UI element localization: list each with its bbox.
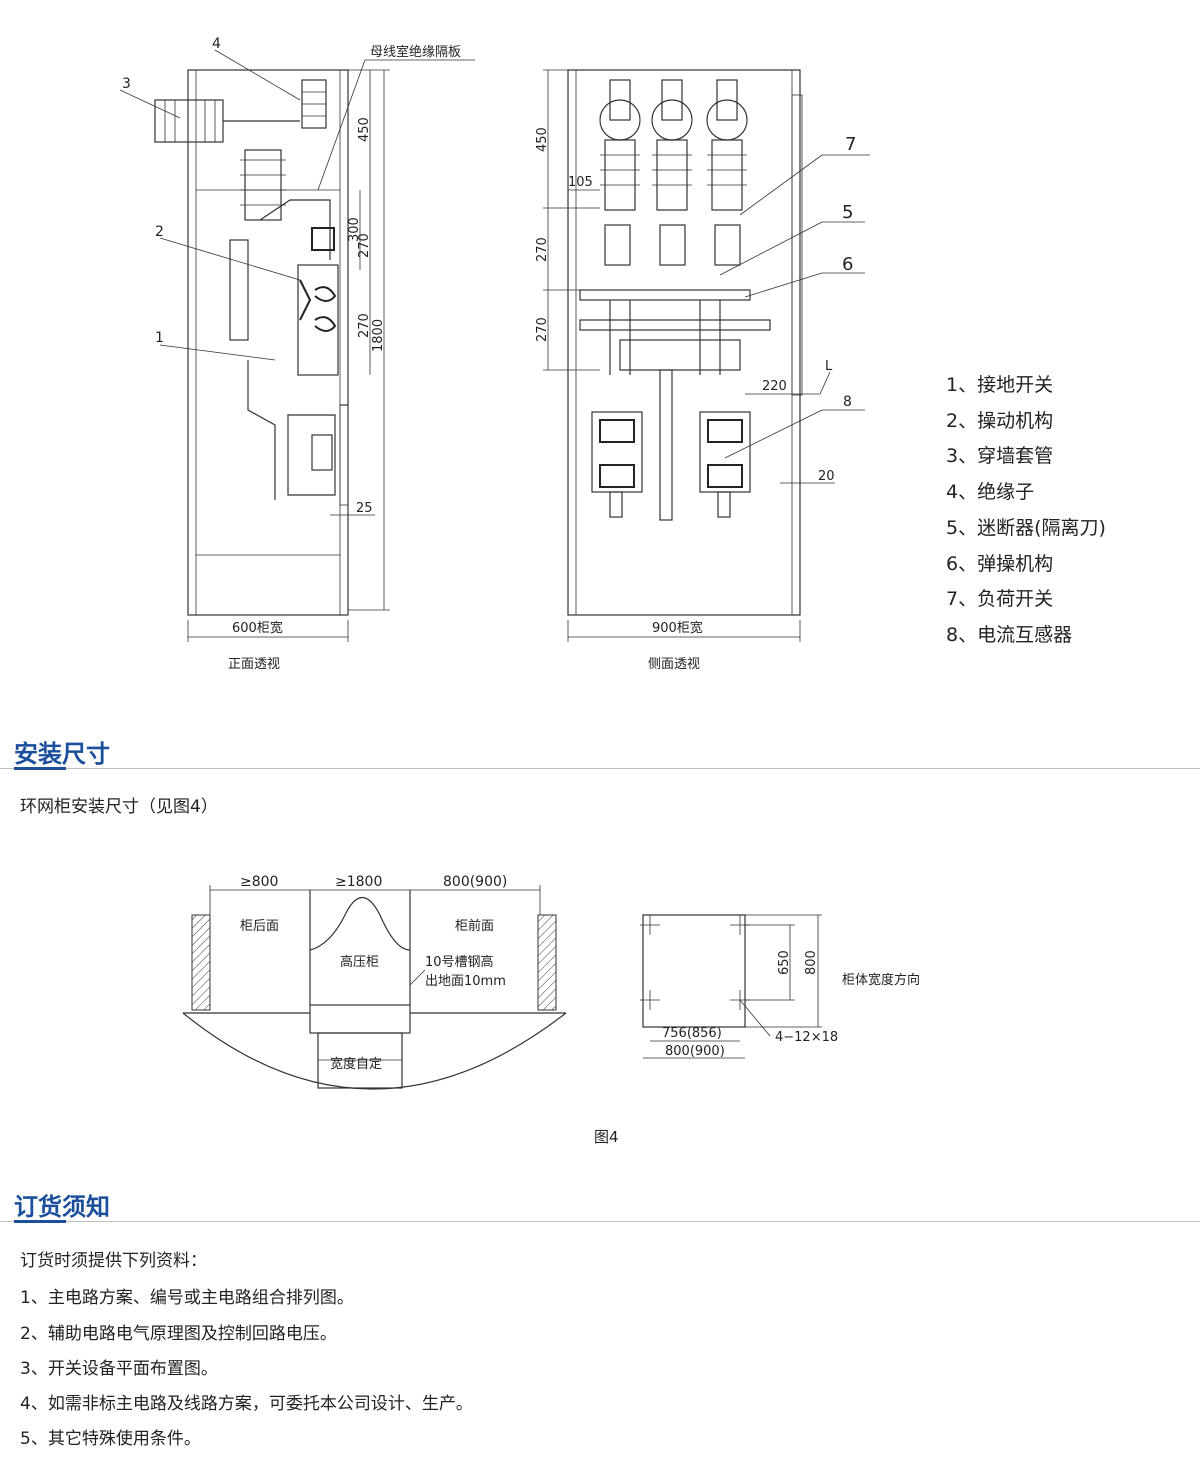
fig4-cabinet-label: 高压柜: [340, 954, 379, 970]
fig4-steel-note-1: 10号槽钢高: [425, 954, 494, 970]
legend-item-5: 5、迷断器(隔离刀): [946, 516, 1106, 539]
order-section-rule: [0, 1221, 1200, 1222]
front-dim-25: 25: [356, 501, 373, 516]
callout-6: 6: [842, 254, 853, 275]
callout-4: 4: [212, 36, 221, 52]
order-section-mark: [14, 1220, 66, 1223]
component-legend: 1、接地开关 2、操动机构 3、穿墙套管 4、绝缘子 5、迷断器(隔离刀) 6、…: [946, 368, 1106, 654]
front-dim-450: 450: [357, 117, 372, 142]
legend-item-6: 6、弹操机构: [946, 552, 1054, 575]
legend-item-3: 3、穿墙套管: [946, 445, 1054, 468]
front-dim-300: 300: [347, 217, 362, 242]
front-dim-270-a: 270: [357, 233, 372, 258]
front-dim-1800: 1800: [371, 319, 386, 352]
fig4-trench-label: 宽度自定: [330, 1056, 382, 1072]
side-dim-20: 20: [818, 469, 835, 484]
plan-dim-756: 756(856): [662, 1026, 722, 1041]
figure4-caption: 图4: [594, 1128, 619, 1146]
side-dim-220: 220: [762, 379, 787, 394]
order-section-title: 订货须知: [14, 1193, 110, 1221]
front-width-label: 600柜宽: [232, 620, 283, 636]
callout-2: 2: [155, 224, 164, 240]
legend-item-2: 2、操动机构: [946, 409, 1054, 432]
legend-item-8: 8、电流互感器: [946, 623, 1073, 646]
side-width-label: 900柜宽: [652, 620, 703, 636]
fig4-front-label: 柜前面: [455, 918, 494, 934]
front-view-drawing: [119, 49, 475, 642]
front-view-caption: 正面透视: [228, 657, 280, 672]
plan-hole-label: 4−12×18: [775, 1030, 838, 1045]
plan-dim-650: 650: [777, 950, 792, 975]
fig4-mid-dim: ≥1800: [335, 874, 382, 890]
install-section-title: 安装尺寸: [14, 740, 110, 768]
order-item-5: 5、其它特殊使用条件。: [20, 1429, 201, 1449]
figure-4: ≥800 ≥1800 800(900) 柜后面 柜前面 高压柜 10号槽钢高 出…: [182, 874, 920, 1146]
front-dim-270-b: 270: [357, 313, 372, 338]
plan-width-dir: 柜体宽度方向: [842, 972, 920, 988]
order-item-2: 2、辅助电路电气原理图及控制回路电压。: [20, 1324, 337, 1344]
legend-item-7: 7、负荷开关: [946, 588, 1054, 611]
callout-7: 7: [845, 134, 856, 155]
fig4-front-dim: 800(900): [443, 874, 507, 890]
legend-item-1: 1、接地开关: [946, 374, 1054, 396]
order-intro: 订货时须提供下列资料：: [20, 1251, 207, 1271]
side-dim-105: 105: [568, 175, 593, 190]
callout-5: 5: [842, 202, 853, 223]
callout-3: 3: [122, 76, 131, 92]
order-item-3: 3、开关设备平面布置图。: [20, 1359, 218, 1379]
side-view-drawing: [543, 69, 870, 642]
fig4-rear-label: 柜后面: [240, 919, 279, 934]
cabinet-drawings: 3 4 2 1 母线室绝缘隔板 450 300 270 270 1800 25 …: [119, 36, 870, 672]
fig4-steel-note-2: 出地面10mm: [425, 974, 506, 989]
foundation-section: [182, 885, 567, 1090]
side-dim-450: 450: [535, 127, 550, 152]
plan-dim-800h: 800(900): [665, 1044, 725, 1059]
order-item-4: 4、如需非标主电路及线路方案，可委托本公司设计、生产。: [20, 1394, 473, 1414]
callout-8: 8: [843, 394, 852, 410]
busbar-partition-label: 母线室绝缘隔板: [370, 44, 461, 60]
install-section-mark: [14, 767, 66, 770]
side-view-caption: 侧面透视: [648, 657, 700, 672]
plan-dim-800v: 800: [804, 950, 819, 975]
legend-item-4: 4、绝缘子: [946, 481, 1035, 504]
side-dim-270-a: 270: [535, 237, 550, 262]
callout-1: 1: [155, 330, 164, 346]
side-dim-270-b: 270: [535, 317, 550, 342]
install-section-rule: [0, 768, 1200, 769]
fig4-rear-dim: ≥800: [240, 874, 278, 890]
side-L-label: L: [825, 359, 833, 374]
order-item-1: 1、主电路方案、编号或主电路组合排列图。: [20, 1288, 354, 1308]
install-intro: 环网柜安装尺寸（见图4）: [20, 797, 218, 817]
plan-view: [640, 914, 822, 1059]
